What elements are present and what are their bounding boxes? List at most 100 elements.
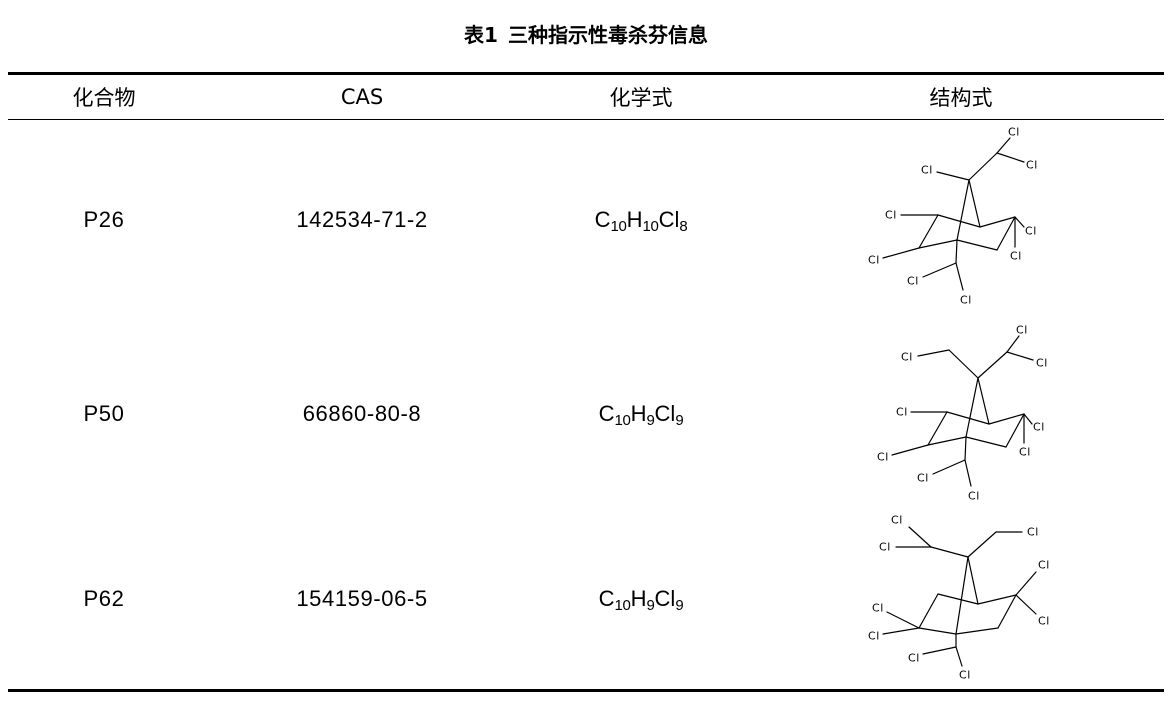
bond [979,215,1016,228]
header-compound: 化合物 [8,72,200,120]
formula-subscript: 10 [614,597,631,614]
formula-subscript: 9 [646,597,655,614]
structure-diagram-p50: Cl Cl Cl Cl Cl Cl Cl Cl Cl [877,323,1048,502]
cas-cell: 142534-71-2 [296,206,428,232]
structure-diagram-p26: Cl Cl Cl Cl Cl Cl Cl Cl Cl [868,125,1038,306]
formula-symbol: Cl [654,401,676,426]
chlorine-atom-label: Cl [1027,526,1039,539]
bond [927,410,948,446]
bond [1005,412,1025,448]
formula-cell: C10H10Cl8 [524,120,758,320]
bond [1006,334,1020,353]
bond [956,178,970,241]
chlorine-atom-label: Cl [1016,323,1028,336]
bond [918,238,958,249]
bond [955,556,969,635]
bond [918,627,957,635]
bond [891,443,929,456]
chlorine-atom-label: Cl [1025,224,1037,237]
bond [955,238,958,264]
formula-cell: C10H9Cl9 [524,509,758,692]
chlorine-atom-label: Cl [908,652,920,665]
bond [977,594,1017,605]
bond [1023,412,1033,425]
chlorine-atom-label: Cl [1008,125,1020,138]
cas-cell: 154159-06-5 [200,509,524,692]
bond [964,435,967,461]
chlorine-atom-label: Cl [877,450,889,463]
bond [967,531,997,558]
bond [908,526,932,548]
header-cas: CAS [200,72,524,120]
bond [882,246,920,259]
bond [977,350,1008,379]
bond [1006,350,1034,361]
compound-cell: P50 [83,401,125,426]
header-structure: 结构式 [758,72,1164,120]
compound-cell: P62 [8,509,200,692]
bond [996,136,1011,154]
bond [968,151,998,181]
chlorine-atom-label: Cl [921,163,933,176]
bond [977,376,990,425]
chlorine-atom-label: Cl [868,630,880,643]
structure-cell: Cl Cl Cl Cl Cl Cl Cl Cl Cl [758,120,1164,320]
formula-symbol: H [630,586,647,611]
bond [1015,594,1037,615]
table-caption: 表1 三种指示性毒杀芬信息 [0,20,1172,50]
structure-cell: Cl Cl Cl Cl Cl Cl Cl Cl Cl [758,319,1164,509]
table-row: P50 66860-80-8 C10H9Cl9 [8,319,1164,509]
cas-cell: 66860-80-8 [302,401,422,426]
formula-cell: C10H9Cl9 [524,319,758,509]
formula-symbol: Cl [658,206,680,232]
bond [1014,215,1025,228]
structure-diagram-p62: Cl Cl Cl Cl Cl Cl Cl Cl Cl [868,514,1049,682]
table-row: P26 142534-71-2 C10H10Cl8 [8,120,1164,320]
bond [918,593,939,629]
bond [988,412,1025,425]
chlorine-atom-label: Cl [1010,249,1022,262]
structure-cell: Cl Cl Cl Cl Cl Cl Cl Cl Cl [758,509,1164,692]
chlorine-atom-label: Cl [907,274,919,287]
chlorine-atom-label: Cl [1026,158,1038,171]
table-number: 表1 [464,23,498,47]
compound-info-table: 化合物 CAS 化学式 结构式 P26 142534-71-2 C10H10Cl… [8,72,1164,692]
chlorine-atom-label: Cl [896,405,908,418]
bond [886,611,920,629]
bond [955,627,999,635]
bond [932,458,966,475]
formula-symbol: C [598,401,615,426]
table-title: 三种指示性毒杀芬信息 [507,23,708,47]
bond [1015,571,1037,596]
formula-symbol: C [594,206,611,232]
bond [927,435,967,446]
chlorine-atom-label: Cl [1019,445,1031,458]
chlorine-atom-label: Cl [1033,420,1045,433]
bond [996,215,1016,251]
bond [967,556,979,605]
bond [965,435,1007,448]
compound-cell: P26 [83,206,125,232]
chlorine-atom-label: Cl [901,350,913,363]
formula-subscript: 9 [675,412,684,429]
chlorine-atom-label: Cl [872,602,884,615]
formula-symbol: Cl [654,586,676,611]
bond [964,458,972,487]
bond [922,261,957,278]
bond [965,376,979,438]
chlorine-atom-label: Cl [1036,356,1048,369]
formula-subscript: 9 [675,597,684,614]
bond [917,348,950,357]
header-row: 化合物 CAS 化学式 结构式 [8,72,1164,120]
formula-symbol: H [630,401,647,426]
chlorine-atom-label: Cl [891,514,903,527]
bond [955,646,963,667]
molecular-formula: C10H10Cl8 [594,206,688,235]
table-row: P62 154159-06-5 C10H9Cl9 [8,509,1164,692]
bond [930,546,969,558]
bond [968,178,981,228]
formula-symbol: H [626,206,643,232]
chlorine-atom-label: Cl [917,471,929,484]
bond [946,410,990,425]
header-formula: 化学式 [524,72,758,120]
